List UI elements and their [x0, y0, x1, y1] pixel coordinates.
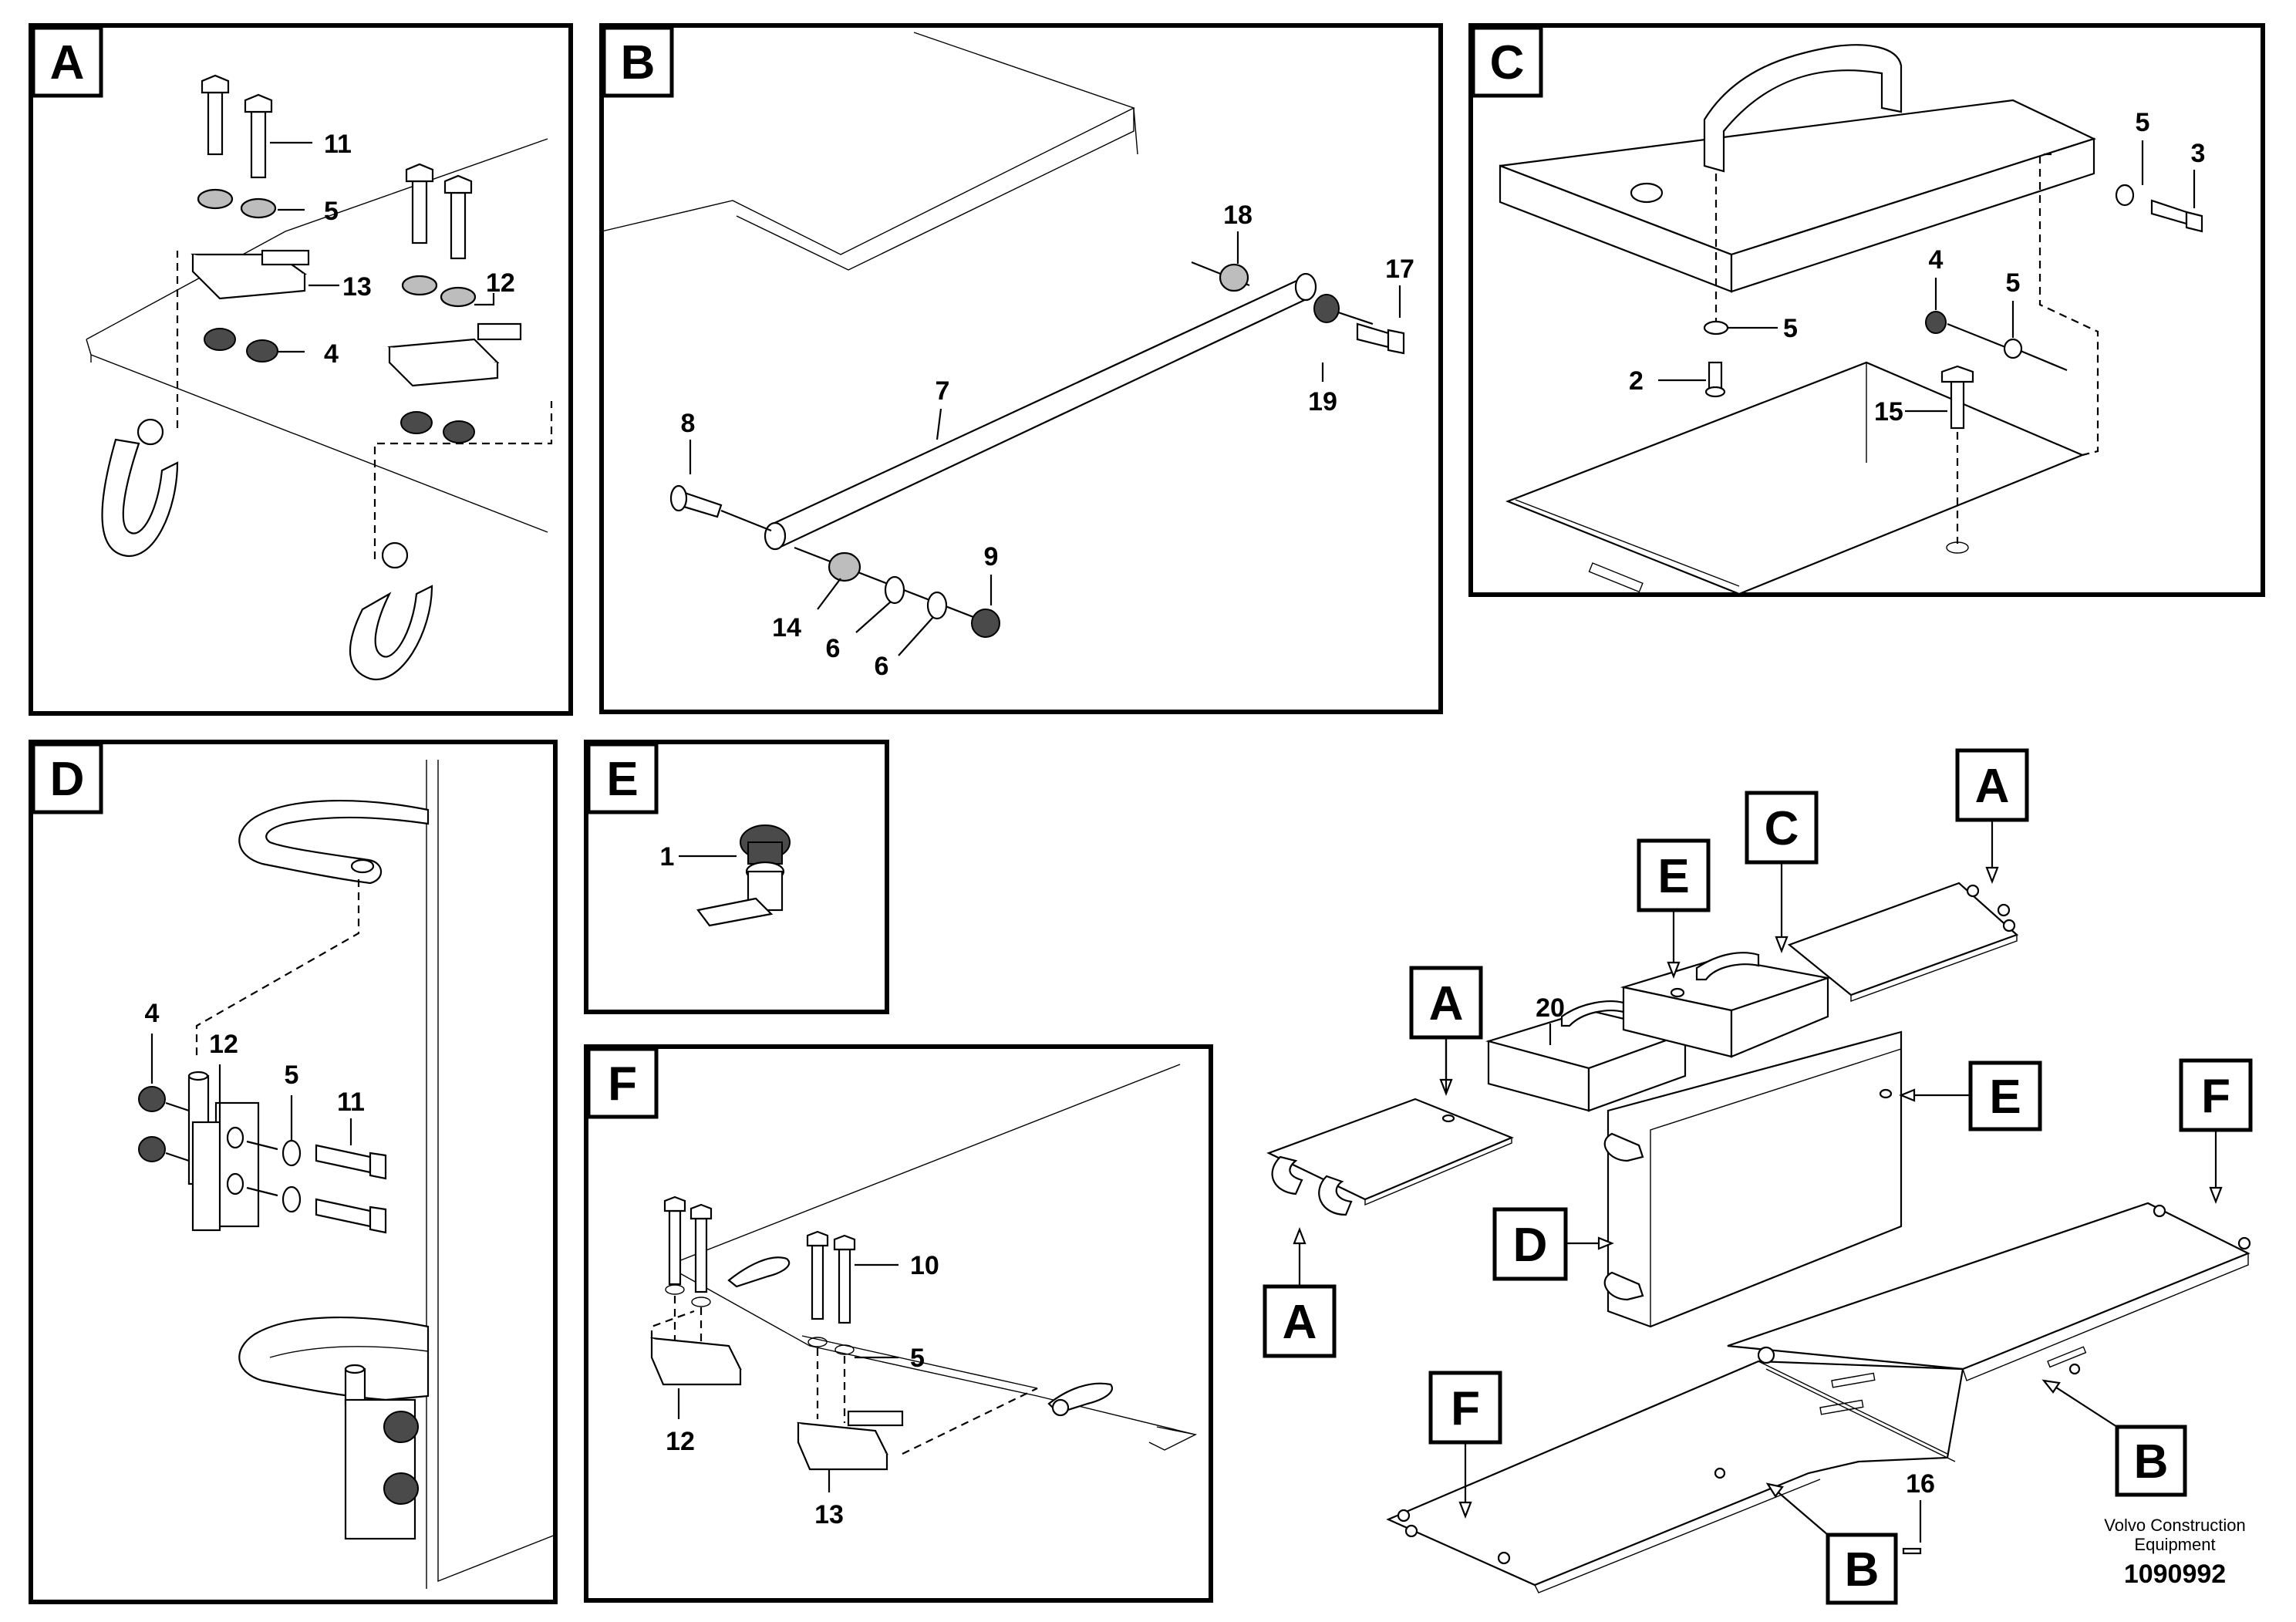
callout-b-6b: 6	[875, 652, 889, 681]
overview-tag-a-top: A	[1975, 760, 2010, 813]
callout-b-9: 9	[984, 542, 999, 572]
callout-b-14: 14	[772, 613, 801, 642]
panel-a: A	[29, 23, 573, 716]
callout-d-12: 12	[209, 1030, 238, 1059]
callout-d-11: 11	[337, 1088, 365, 1117]
footer: Volvo Construction Equipment 1090992	[2104, 1516, 2245, 1589]
callout-b-19: 19	[1308, 387, 1337, 416]
hook-top	[238, 800, 430, 885]
callout-d-5: 5	[285, 1061, 299, 1090]
callout-c-5c: 5	[1783, 314, 1798, 343]
callout-f-12: 12	[666, 1427, 695, 1456]
panel-b-label: B	[621, 36, 656, 89]
bolt-set-12	[387, 163, 522, 443]
callout-d-4: 4	[145, 999, 160, 1028]
bolt-set-13	[190, 74, 310, 363]
callout-b-18: 18	[1223, 201, 1253, 230]
callout-a-12: 12	[486, 268, 515, 298]
callout-a-13: 13	[342, 272, 372, 302]
overview-assembly: A E C A E D A F F B B 20 16	[1263, 748, 2253, 1605]
callout-f-10: 10	[910, 1251, 939, 1280]
overview-tag-b-right: B	[2134, 1435, 2169, 1489]
lid-handle	[1703, 44, 1903, 173]
callout-c-5b: 5	[2006, 268, 2021, 298]
overview-tag-f-right: F	[2201, 1070, 2230, 1123]
overview-tag-e-door: E	[1989, 1071, 2021, 1124]
overview-tag-c: C	[1765, 802, 1799, 855]
callout-e-1: 1	[660, 842, 675, 872]
overview-tag-a-bottom: A	[1283, 1296, 1317, 1349]
callout-overview-20: 20	[1536, 993, 1565, 1023]
hook-right	[349, 585, 433, 681]
overview-tag-d: D	[1513, 1219, 1548, 1272]
panel-a-label: A	[50, 36, 85, 89]
callout-b-8: 8	[681, 409, 696, 438]
panel-d-label: D	[50, 753, 85, 806]
panel-f-label: F	[608, 1057, 637, 1111]
callout-overview-16: 16	[1906, 1469, 1935, 1499]
callout-c-2: 2	[1629, 366, 1644, 396]
callout-b-7: 7	[936, 376, 950, 406]
callout-c-3: 3	[2191, 139, 2206, 168]
panel-b: B 18 17 7 1	[599, 23, 1443, 714]
callout-f-13: 13	[814, 1500, 844, 1529]
panel-f: F 10	[584, 1044, 1213, 1603]
callout-a-5: 5	[324, 197, 339, 226]
latch-1	[696, 824, 791, 927]
callout-c-5a: 5	[2136, 108, 2150, 137]
panel-d: D 4	[29, 740, 558, 1604]
callout-a-4: 4	[324, 339, 339, 369]
callout-b-17: 17	[1385, 255, 1414, 284]
callout-f-5: 5	[910, 1344, 925, 1373]
overview-tag-b-bottom: B	[1845, 1543, 1880, 1597]
callout-c-4: 4	[1929, 245, 1944, 275]
panel-c-label: C	[1490, 36, 1525, 89]
callout-a-11: 11	[324, 130, 352, 159]
hook-left	[101, 438, 179, 558]
overview-tag-f-left: F	[1451, 1382, 1480, 1435]
overview-tag-e-box: E	[1657, 850, 1689, 903]
footer-company-line1: Volvo Construction	[2104, 1516, 2245, 1535]
callout-b-6a: 6	[826, 634, 841, 663]
rod-7	[770, 276, 1313, 549]
panel-e: E 1	[584, 740, 889, 1014]
overview-tag-a-left: A	[1429, 977, 1464, 1030]
panel-e-label: E	[606, 753, 638, 806]
callout-c-15: 15	[1874, 397, 1903, 427]
footer-doc-number: 1090992	[2124, 1560, 2226, 1589]
panel-c: C 5	[1468, 23, 2265, 597]
footer-company-line2: Equipment	[2134, 1535, 2215, 1554]
